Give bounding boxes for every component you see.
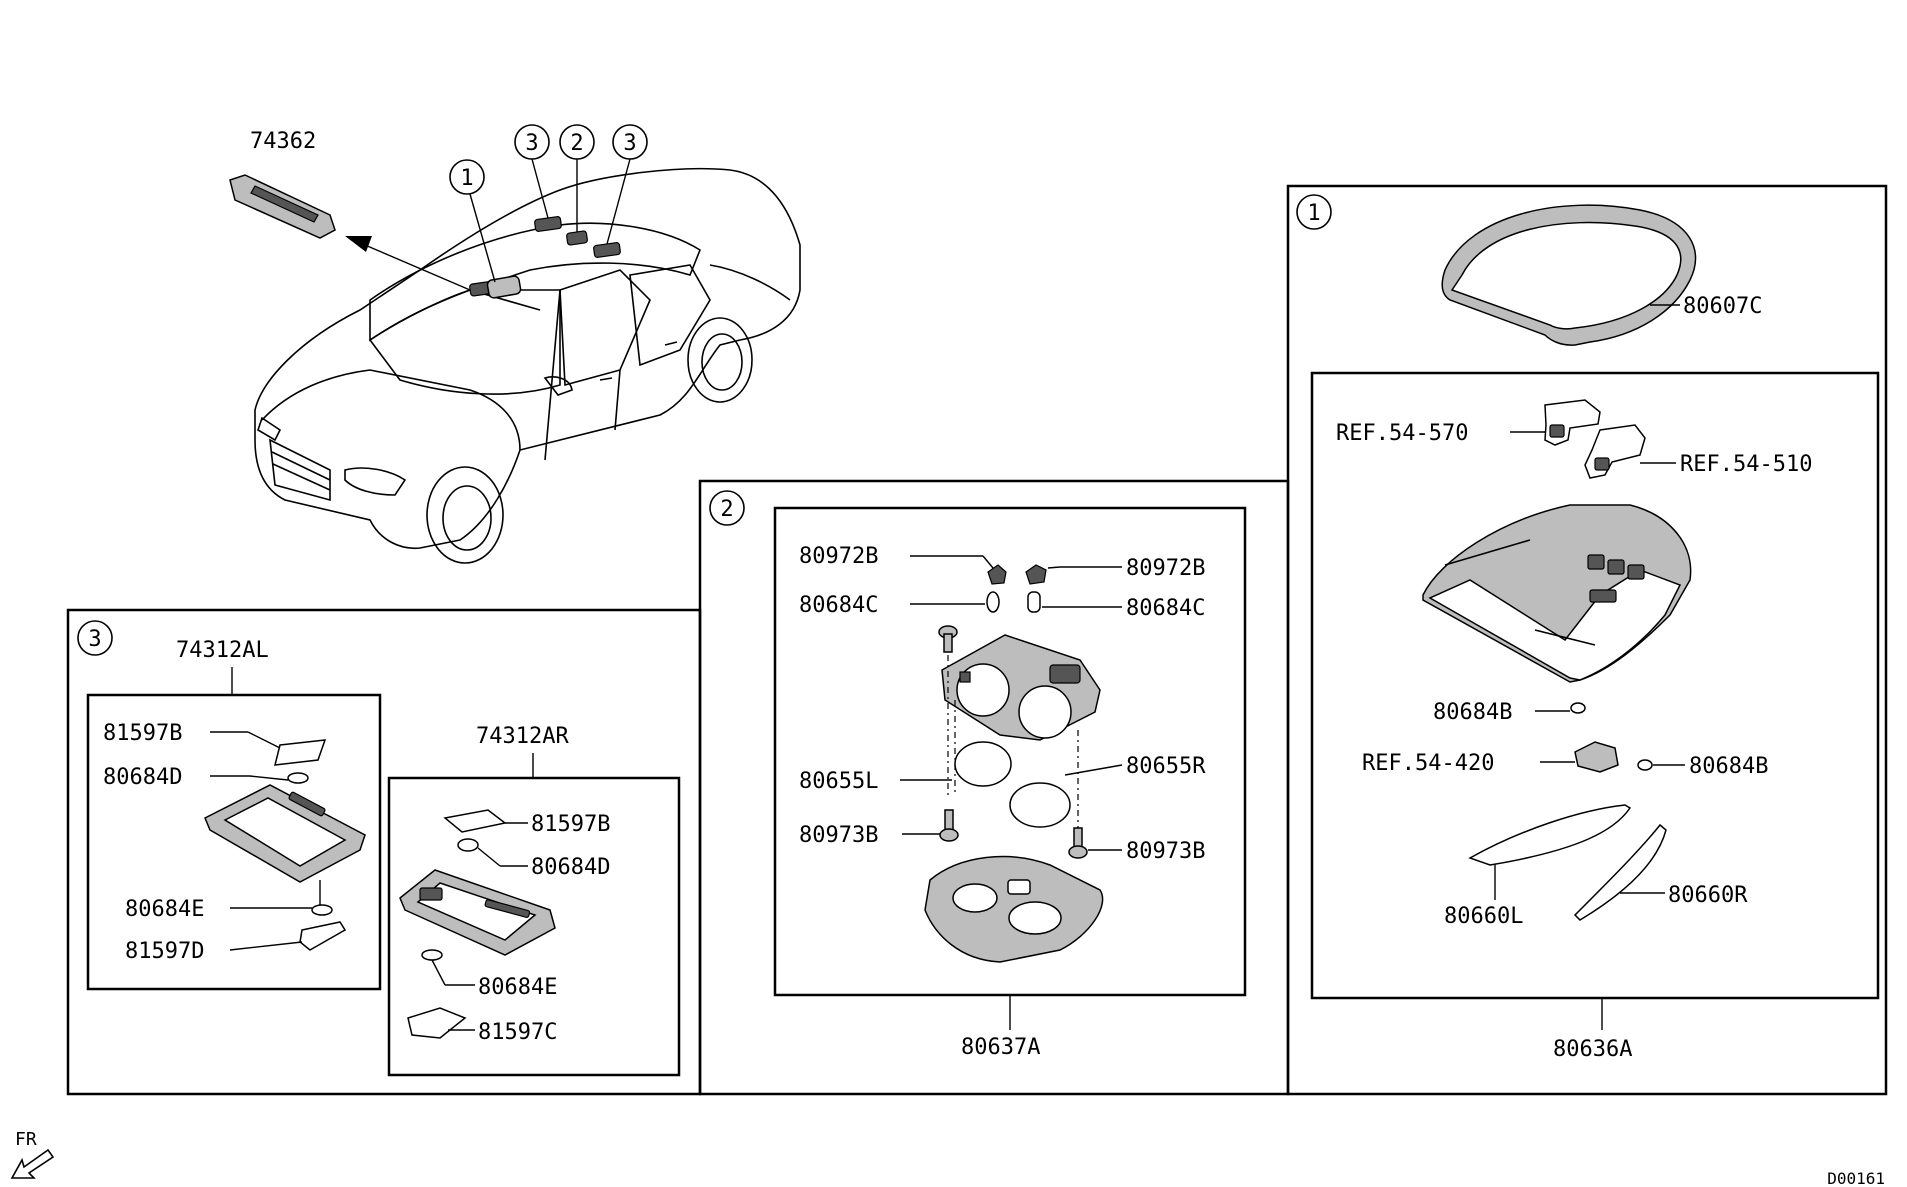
label-81597B-right: 81597B <box>531 812 610 837</box>
label-80636A: 80636A <box>1553 1037 1632 1062</box>
part-80684D-left-illustration <box>287 772 309 784</box>
diagram-code: D00161 <box>1827 1169 1885 1187</box>
callout-1-box-number: 1 <box>1307 201 1320 226</box>
callout-1-box: 1 <box>1296 194 1332 230</box>
part-80660L-illustration <box>1468 804 1632 866</box>
label-80684E-left: 80684E <box>125 897 204 922</box>
label-74362: 74362 <box>250 129 316 154</box>
part-vanity-mirror-right-illustration <box>399 869 556 956</box>
label-80973B-right: 80973B <box>1126 839 1205 864</box>
part-80684B-left-illustration <box>1570 702 1586 714</box>
part-81597B-right-illustration <box>443 809 507 833</box>
part-80972B-right-illustration <box>1025 564 1047 585</box>
label-ref-54-570: REF.54-570 <box>1336 421 1468 446</box>
part-map-lamp-housing-illustration <box>941 634 1101 741</box>
callout-3-box-number: 3 <box>88 627 101 652</box>
label-80607C: 80607C <box>1683 294 1762 319</box>
car-illustration <box>254 167 801 564</box>
callout-3a-car: 3 <box>514 124 550 219</box>
part-ref-54-420-illustration <box>1574 741 1619 773</box>
fr-label: FR <box>15 1129 37 1150</box>
callout-3-box: 3 <box>77 620 113 656</box>
label-80684B-right: 80684B <box>1689 754 1768 779</box>
label-80637A: 80637A <box>961 1035 1040 1060</box>
frame-74312AL <box>86 693 382 991</box>
label-81597B-left: 81597B <box>103 721 182 746</box>
part-80684E-left-illustration <box>311 904 333 916</box>
callout-3a-car-number: 3 <box>525 131 538 156</box>
part-80684E-right-illustration <box>421 949 443 961</box>
frame-74312AR <box>387 776 681 1077</box>
part-lamp-cover-illustration <box>924 855 1104 963</box>
callout-3b-car-number: 3 <box>623 131 636 156</box>
part-screw-top-illustration <box>938 625 958 653</box>
callout-2-box-number: 2 <box>720 497 733 522</box>
part-80684D-right-illustration <box>457 838 479 852</box>
part-81597D-illustration <box>299 921 347 951</box>
label-ref-54-510: REF.54-510 <box>1680 452 1812 477</box>
callout-1-car: 1 <box>449 159 496 283</box>
part-80655R-illustration <box>1009 782 1071 828</box>
label-80660R: 80660R <box>1668 883 1748 908</box>
part-74362-illustration <box>229 174 336 239</box>
label-80684B-left: 80684B <box>1433 700 1512 725</box>
label-80684E-right: 80684E <box>478 975 557 1000</box>
label-80684C-right: 80684C <box>1126 596 1205 621</box>
part-80660R-illustration <box>1573 823 1667 921</box>
callout-3b-car: 3 <box>606 124 648 245</box>
part-vanity-mirror-left-illustration <box>204 784 366 883</box>
label-80684C-left: 80684C <box>799 593 878 618</box>
label-81597C: 81597C <box>478 1020 557 1045</box>
label-80972B-left: 80972B <box>799 544 878 569</box>
part-80973B-left-illustration <box>939 809 959 842</box>
frame-80636A <box>1310 371 1880 1000</box>
label-80655L: 80655L <box>799 769 878 794</box>
label-80684D-right: 80684D <box>531 855 610 880</box>
label-80972B-right: 80972B <box>1126 556 1205 581</box>
part-80607C-illustration <box>1441 204 1697 346</box>
label-74312AL: 74312AL <box>176 638 269 663</box>
part-ref-54-570-illustration <box>1544 399 1601 446</box>
part-overhead-console-illustration <box>1422 504 1692 683</box>
label-80655R: 80655R <box>1126 754 1206 779</box>
part-80684B-right-illustration <box>1637 759 1653 771</box>
callout-2-box: 2 <box>709 490 745 526</box>
part-80655L-illustration <box>954 741 1012 787</box>
part-80973B-right-illustration <box>1068 827 1088 859</box>
part-80684C-left-illustration <box>986 591 1000 613</box>
label-80660L: 80660L <box>1444 904 1523 929</box>
callout-1-car-number: 1 <box>460 166 473 191</box>
frame-3 <box>66 608 702 1096</box>
part-81597B-left-illustration <box>274 739 327 766</box>
part-81597C-illustration <box>407 1007 467 1039</box>
part-ref-54-510-illustration <box>1584 424 1646 479</box>
label-ref-54-420: REF.54-420 <box>1362 751 1494 776</box>
label-80684D-left: 80684D <box>103 765 182 790</box>
label-80973B-left: 80973B <box>799 823 878 848</box>
callout-2-car: 2 <box>559 124 595 232</box>
part-80684C-right-illustration <box>1027 591 1041 613</box>
label-81597D: 81597D <box>125 939 204 964</box>
label-74312AR: 74312AR <box>476 724 569 749</box>
front-arrow-icon <box>10 1148 55 1179</box>
part-80972B-left-illustration <box>987 564 1007 585</box>
callout-2-car-number: 2 <box>570 131 583 156</box>
